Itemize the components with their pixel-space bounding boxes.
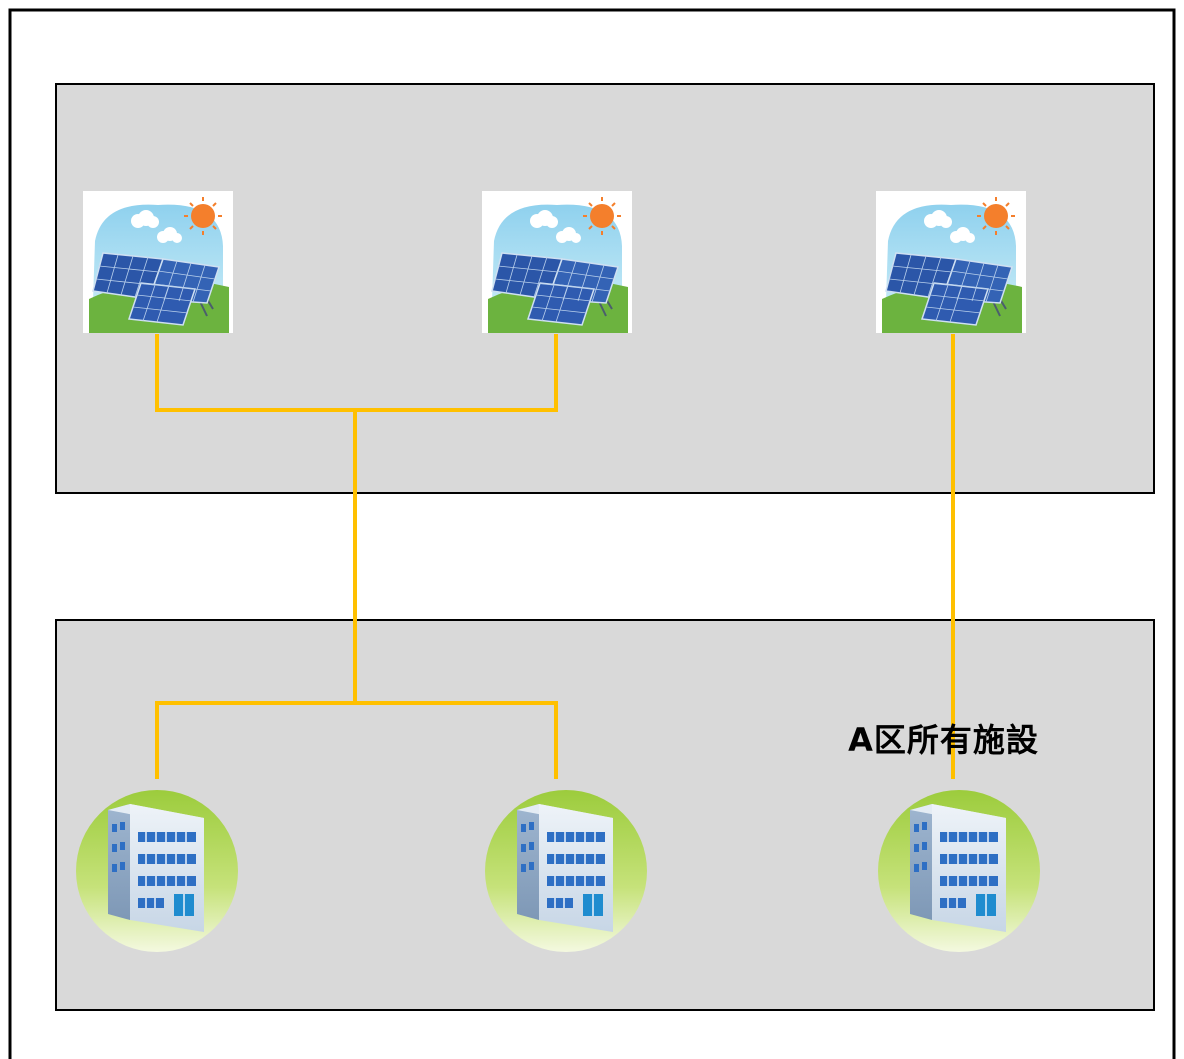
connector-lines [155,334,955,779]
solar-panel-icon [481,190,633,334]
solar-panel-icon [82,190,234,334]
office-building-icon [75,789,239,953]
office-building-icon [484,789,648,953]
facility-caption: A区所有施設 [848,721,1039,759]
office-building-icon [877,789,1041,953]
connector-shared-facilities [155,701,558,779]
outer-frame [8,8,1176,1059]
solar-panel-icon [875,190,1027,334]
